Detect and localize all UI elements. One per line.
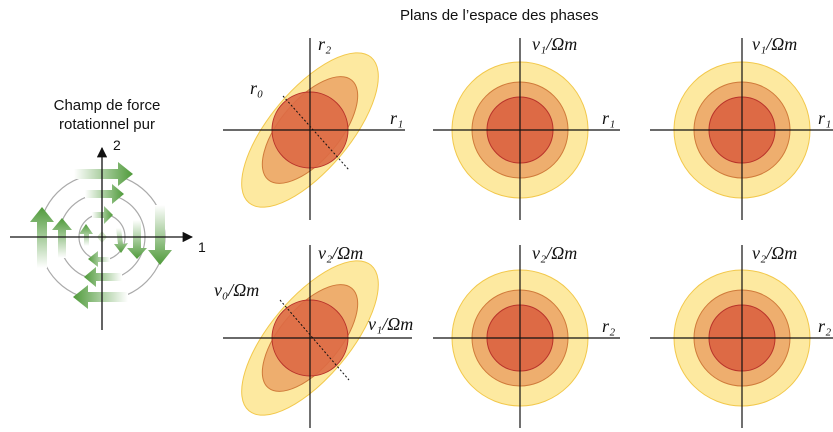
panel-top-mid: r₁ v₁/Ωm	[433, 34, 620, 220]
field-axis-2-label: 2	[113, 137, 121, 153]
x-axis-label: r₂	[602, 316, 615, 336]
arrow-inner-right	[114, 228, 128, 253]
arrow-outer-bottom	[73, 285, 128, 309]
y-axis-label: v₂/Ωm	[752, 243, 797, 263]
panel-bottom-right: r₂ v₂/Ωm	[650, 243, 833, 428]
x-axis-label: v₁/Ωm	[368, 314, 413, 334]
arrow-outer-right	[148, 205, 172, 265]
x-axis-label: r₁	[602, 108, 615, 128]
y-axis-label: r₂	[318, 34, 331, 54]
diagonal-label: r₀	[250, 78, 263, 98]
panel-top-right: r₁ v₁/Ωm	[650, 34, 833, 220]
x-axis-label: r₂	[818, 316, 831, 336]
field-axis-1-label: 1	[198, 239, 206, 255]
x-axis-label: r₁	[818, 108, 831, 128]
arrow-middle-left	[52, 218, 72, 258]
diagonal-label: v₀/Ωm	[214, 280, 259, 300]
arrow-middle-top	[85, 184, 124, 204]
x-axis-label: r₁	[390, 108, 403, 128]
arrow-inner-bottom	[88, 251, 110, 267]
panel-bottom-mid: r₂ v₂/Ωm	[433, 243, 620, 428]
panel-top-left: r₁ r₂ r₀	[218, 32, 405, 229]
y-axis-label: v₁/Ωm	[532, 34, 577, 54]
y-axis-label: v₂/Ωm	[318, 243, 363, 263]
arrow-middle-bottom	[84, 267, 122, 287]
force-field-diagram: 1 2	[10, 137, 206, 330]
y-axis-label: v₂/Ωm	[532, 243, 577, 263]
arrow-outer-top	[74, 162, 133, 186]
y-axis-label: v₁/Ωm	[752, 34, 797, 54]
panel-bottom-left: v₁/Ωm v₂/Ωm v₀/Ωm	[214, 240, 413, 432]
